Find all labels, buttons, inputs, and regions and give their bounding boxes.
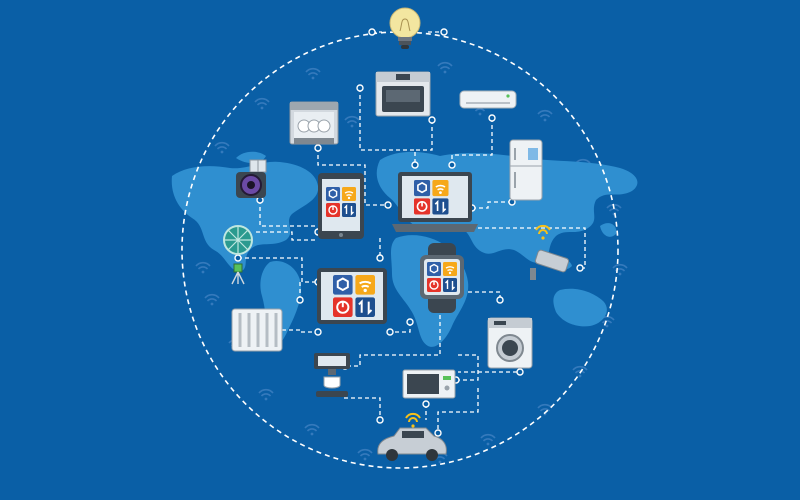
microwave-icon (402, 369, 456, 399)
radiator-heater-icon (231, 308, 283, 352)
coffee-machine-icon (314, 353, 350, 397)
tablet-icon (318, 173, 364, 239)
washing-machine-icon (487, 317, 533, 369)
smart-car-icon (377, 412, 447, 461)
microwave-oven-icon (375, 71, 431, 117)
camera-icon (236, 159, 267, 198)
second-tablet-icon (317, 268, 387, 324)
refrigerator-icon (509, 139, 543, 201)
light-bulb-icon (389, 7, 421, 49)
laptop-icon (392, 172, 478, 232)
dishwasher-icon (289, 101, 339, 145)
air-conditioner-icon (459, 90, 517, 109)
security-camera-icon (530, 224, 570, 280)
ceiling-fan-icon (223, 225, 253, 285)
smartwatch-icon (420, 243, 464, 313)
